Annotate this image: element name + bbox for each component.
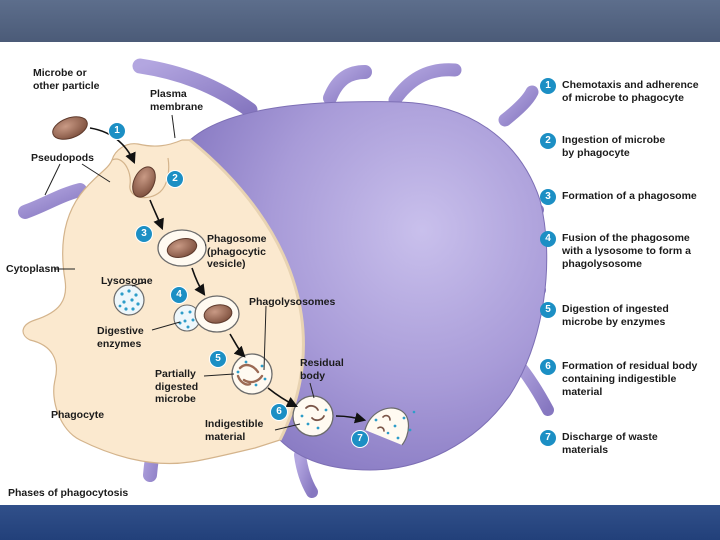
diagram-badge-3: 3 [135, 225, 153, 243]
legend-badge-1: 1 [540, 78, 556, 94]
leader-lines [44, 114, 315, 431]
label-pseudopods: Pseudopods [31, 152, 95, 164]
tube-bottom-2 [294, 449, 318, 498]
discharge-site [364, 407, 410, 446]
diagram-badge-5: 5 [209, 350, 227, 368]
diagram-badge-4: 4 [170, 286, 188, 304]
bottom-band [0, 505, 720, 540]
process-arrows [89, 127, 367, 424]
microbe-outside [52, 116, 88, 140]
diagram-badge-7: 7 [351, 430, 369, 448]
label-phagolysosomes: Phagolysosomes [249, 296, 336, 308]
tube-top-left [132, 58, 258, 118]
microbe-ingesting [132, 166, 156, 198]
lysosome-enzymes [118, 289, 140, 311]
legend-badge-2: 2 [540, 133, 556, 149]
tube-right-upper [498, 85, 539, 127]
label-lysosome: Lysosome [101, 275, 153, 287]
diagram-badge-6: 6 [270, 403, 288, 421]
top-band [0, 0, 720, 42]
diagram-badge-2: 2 [166, 170, 184, 188]
tube-top [323, 65, 372, 105]
legend-step-3: Formation of a phagosome [562, 190, 697, 202]
legend-badge-6: 6 [540, 359, 556, 375]
residual-body [292, 395, 334, 437]
diagram-badge-1: 1 [108, 122, 126, 140]
legend-badge-4: 4 [540, 231, 556, 247]
tube-left [18, 183, 87, 219]
legend-badge-3: 3 [540, 189, 556, 205]
digesting-phagolysosome [231, 353, 273, 395]
legend-badge-7: 7 [540, 430, 556, 446]
figure-caption: Phases of phagocytosis [8, 487, 129, 499]
label-phagocyte: Phagocyte [51, 409, 105, 421]
tube-top-right [388, 63, 462, 107]
label-cytoplasm: Cytoplasm [6, 263, 60, 275]
legend-badge-5: 5 [540, 302, 556, 318]
